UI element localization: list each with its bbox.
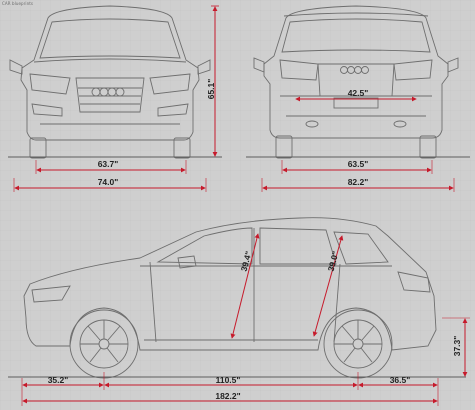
front-track-dimension: 63.7" — [35, 159, 187, 174]
rear-width-label: 82.2" — [348, 177, 369, 187]
front-height-label: 65.1" — [206, 79, 216, 100]
front-overhang-dimension: 35.2" — [21, 372, 105, 406]
front-width-dimension: 74.0" — [13, 177, 207, 192]
side-height-dimension: 37.3" — [442, 317, 470, 377]
front-width-label: 74.0" — [98, 177, 119, 187]
front-track-label: 63.7" — [98, 159, 119, 169]
front-height-dimension: 65.1" — [206, 5, 219, 157]
front-door-dimension: 39.4" — [230, 233, 260, 339]
front-overhang-label: 35.2" — [48, 375, 69, 385]
overall-length-label: 182.2" — [215, 391, 240, 401]
rear-width-dimension: 82.2" — [261, 177, 455, 192]
wheelbase-label: 110.5" — [216, 375, 241, 385]
rear-plate-dimension: 42.5" — [295, 88, 417, 102]
rear-track-dimension: 63.5" — [281, 159, 433, 174]
rear-track-label: 63.5" — [348, 159, 369, 169]
front-view — [9, 5, 211, 159]
side-height-label: 37.3" — [452, 336, 462, 357]
watermark: CAR blueprints — [2, 1, 34, 6]
rear-overhang-dimension: 36.5" — [358, 375, 439, 406]
overall-length-dimension: 182.2" — [22, 391, 438, 404]
rear-view — [253, 5, 459, 159]
rear-overhang-label: 36.5" — [390, 375, 411, 385]
rear-plate-label: 42.5" — [348, 88, 369, 98]
wheelbase-dimension: 110.5" — [104, 372, 359, 390]
